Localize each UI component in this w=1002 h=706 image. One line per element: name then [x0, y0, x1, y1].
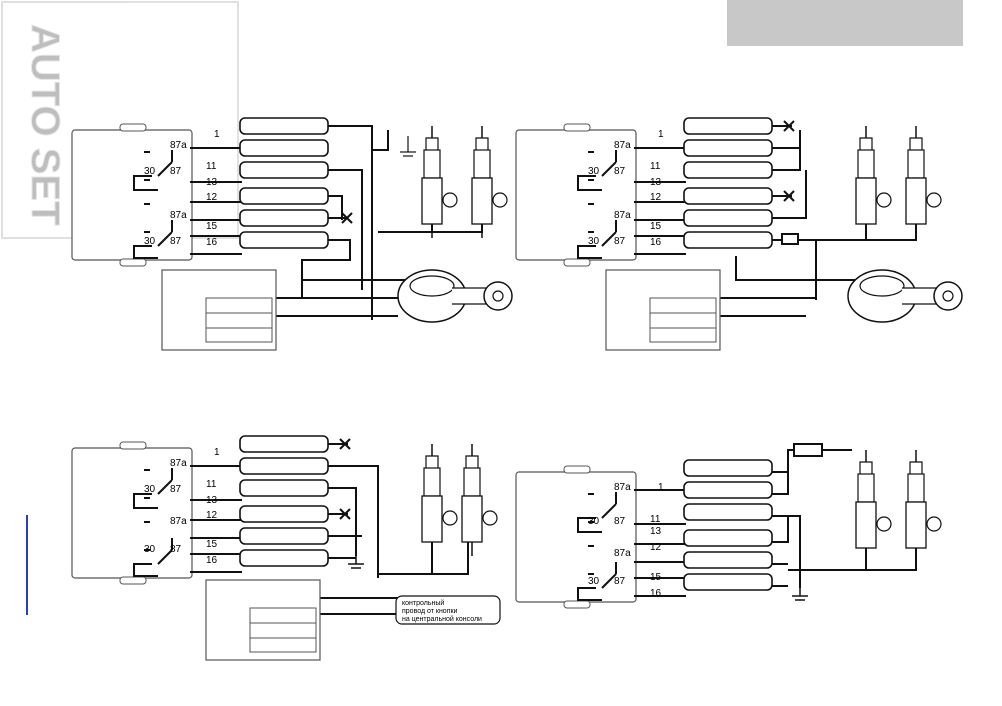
relay-87a-label: 87a	[170, 140, 187, 151]
relay-87-label: 87	[614, 576, 626, 587]
relay-87a-label: 87a	[614, 548, 631, 559]
callout-line-3: на центральной консоли	[402, 615, 482, 623]
ground-icon	[348, 556, 364, 569]
relay-87-label: 87	[170, 544, 182, 555]
pin-11-label: 11	[206, 479, 217, 490]
pin-12-label: 12	[650, 542, 662, 553]
pin-12-label: 12	[650, 192, 662, 203]
pin-15-label: 15	[206, 539, 218, 550]
relay-87a-label: 87a	[170, 516, 187, 527]
pin-11-label: 11	[650, 514, 661, 525]
pin-12-label: 12	[206, 192, 218, 203]
relay-30-label: 30	[144, 544, 156, 555]
relay-30-label: 30	[144, 484, 156, 495]
pin-16-label: 16	[650, 237, 662, 248]
pin-15-label: 15	[650, 221, 662, 232]
header-block	[727, 0, 963, 46]
relay-87a-label: 87a	[170, 458, 187, 469]
ground-icon	[400, 136, 416, 157]
relay-30-label: 30	[588, 236, 600, 247]
relay-87-label: 87	[614, 516, 626, 527]
relay-30-label: 30	[144, 236, 156, 247]
relay-30-label: 30	[588, 166, 600, 177]
pin-13-label: 13	[650, 526, 662, 537]
watermark-text: AUTO SET	[23, 24, 67, 226]
pin-16-label: 16	[206, 237, 218, 248]
pin-15-label: 15	[206, 221, 218, 232]
pin-13-label: 13	[206, 495, 218, 506]
relay-87a-label: 87a	[614, 140, 631, 151]
pin-16-label: 16	[206, 555, 218, 566]
pin-1-label: 1	[214, 447, 220, 458]
pin-12-label: 12	[206, 510, 218, 521]
callout-line-2: провод от кнопки	[402, 608, 458, 615]
callout-box: контрольный провод от кнопки на централь…	[395, 595, 501, 625]
relay-30-label: 30	[588, 576, 600, 587]
relay-87-label: 87	[170, 166, 182, 177]
pin-11-label: 11	[650, 161, 661, 172]
relay-87a-label: 87a	[170, 210, 187, 221]
pin-11-label: 11	[206, 161, 217, 172]
pin-16-label: 16	[650, 588, 662, 599]
pin-1-label: 1	[214, 129, 220, 140]
relay-87-label: 87	[170, 484, 182, 495]
relay-87-label: 87	[614, 236, 626, 247]
callout-line-1: контрольный	[402, 599, 444, 607]
margin-line	[26, 515, 28, 615]
relay-87-label: 87	[614, 166, 626, 177]
relay-87a-label: 87a	[614, 482, 631, 493]
relay-87a-label: 87a	[614, 210, 631, 221]
diagram-2: 87a 30 87 87a 30 87 1 11 13 12 15 16	[515, 117, 963, 351]
pin-15-label: 15	[650, 572, 662, 583]
pin-13-label: 13	[206, 177, 218, 188]
pin-1-label: 1	[658, 129, 664, 140]
diagram-1: 87a 30 87 87a 30 87 1 11 13 12 15 16	[71, 117, 513, 351]
relay-30-label: 30	[144, 166, 156, 177]
pin-13-label: 13	[650, 177, 662, 188]
diagram-4: 87a 30 87 87a 30 87 1 11 13 12 15 16	[515, 443, 942, 609]
pin-1-label: 1	[658, 482, 664, 493]
diagram-3: 87a 30 87 87a 30 87 1 11 13 12 15 16	[71, 435, 501, 661]
ground-icon	[792, 588, 808, 601]
relay-30-label: 30	[588, 516, 600, 527]
relay-87-label: 87	[170, 236, 182, 247]
